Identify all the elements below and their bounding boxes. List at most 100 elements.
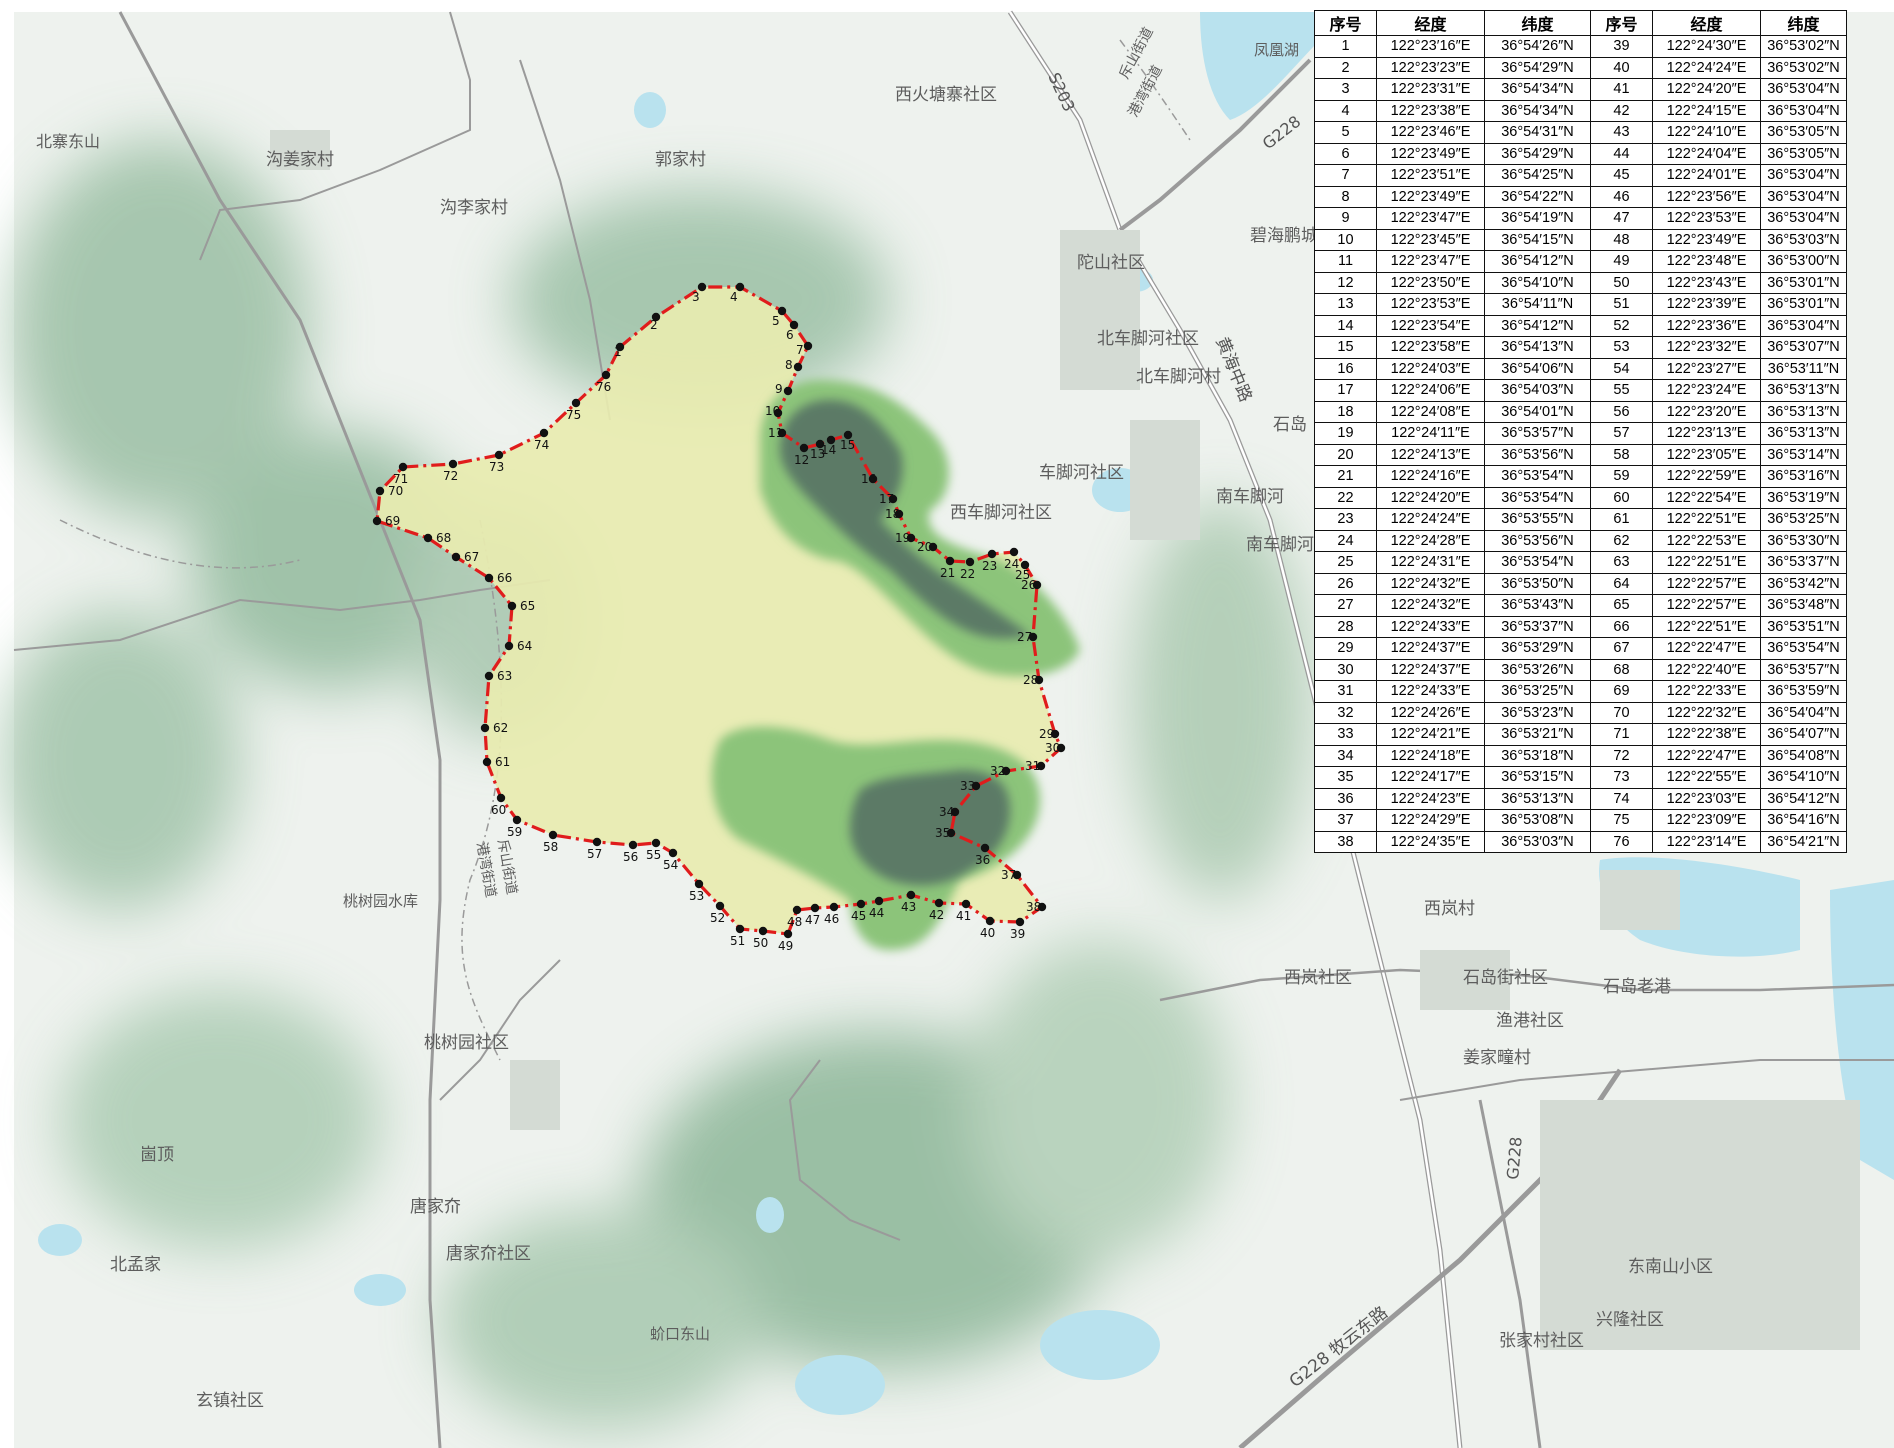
boundary-point-label: 58 (543, 840, 558, 854)
boundary-point-marker (826, 435, 836, 445)
boundary-point-label: 71 (393, 472, 408, 486)
boundary-point-label: 31 (1025, 759, 1040, 773)
table-cell: 36°53′04″N (1760, 185, 1847, 208)
boundary-point-label: 62 (493, 721, 508, 735)
table-cell: 36°54′25″N (1484, 164, 1591, 187)
boundary-point-marker (697, 282, 707, 292)
table-cell: 49 (1590, 250, 1653, 273)
table-cell: 122°22′59″E (1652, 465, 1761, 488)
boundary-point-label: 34 (939, 805, 954, 819)
boundary-point-marker (496, 793, 506, 803)
boundary-point-label: 30 (1045, 741, 1060, 755)
table-cell: 36°54′11″N (1484, 293, 1591, 316)
boundary-point-marker (843, 430, 853, 440)
table-cell: 36°53′02″N (1760, 35, 1847, 58)
boundary-point-marker (651, 312, 661, 322)
table-cell: 122°24′37″E (1376, 658, 1485, 681)
table-cell: 122°23′20″E (1652, 400, 1761, 423)
boundary-point-marker (965, 557, 975, 567)
boundary-point-marker (777, 428, 787, 438)
boundary-point-label: 35 (935, 826, 950, 840)
boundary-point-label: 56 (623, 850, 638, 864)
table-cell: 36°53′23″N (1484, 701, 1591, 724)
road-north (519, 59, 611, 421)
boundary-point-marker (668, 848, 678, 858)
boundary-point-marker (874, 896, 884, 906)
table-cell: 36°53′25″N (1760, 508, 1847, 531)
label-beizhaidongshan: 北寨东山 (36, 132, 100, 151)
table-cell: 36°53′30″N (1760, 529, 1847, 552)
table-cell: 122°24′28″E (1376, 529, 1485, 552)
boundary-point-label: 22 (960, 567, 975, 581)
boundary-point-marker (539, 428, 549, 438)
table-cell: 122°22′51″E (1652, 508, 1761, 531)
boundary-point-label: 64 (517, 639, 532, 653)
road-g228-north (1118, 58, 1312, 232)
table-cell: 36°53′56″N (1484, 529, 1591, 552)
boundary-point-marker (799, 443, 809, 453)
table-cell: 122°24′32″E (1376, 594, 1485, 617)
boundary-point-label: 26 (1021, 578, 1036, 592)
header-no: 序号 (1314, 10, 1377, 36)
table-cell: 11 (1314, 250, 1377, 273)
table-cell: 36°53′04″N (1760, 314, 1847, 337)
table-cell: 36°53′25″N (1484, 680, 1591, 703)
table-cell: 75 (1590, 809, 1653, 832)
table-cell: 122°24′13″E (1376, 443, 1485, 466)
table-cell: 36°54′12″N (1760, 787, 1847, 810)
boundary-point-label: 9 (775, 382, 783, 396)
boundary-point-marker (1036, 761, 1046, 771)
boundary-point-marker (448, 459, 458, 469)
table-cell: 36°53′48″N (1760, 594, 1847, 617)
table-cell: 122°23′48″E (1652, 250, 1761, 273)
table-cell: 36°54′13″N (1484, 336, 1591, 359)
boundary-point-label: 51 (730, 934, 745, 948)
boundary-point-marker (494, 450, 504, 460)
table-cell: 70 (1590, 701, 1653, 724)
block (1130, 420, 1200, 540)
table-cell: 53 (1590, 336, 1653, 359)
label-shidao-laogang: 石岛老港 (1603, 977, 1671, 997)
table-cell: 122°22′47″E (1652, 637, 1761, 660)
boundary-point-label: 60 (491, 803, 506, 817)
table-cell: 36°54′19″N (1484, 207, 1591, 230)
table-cell: 36°53′59″N (1760, 680, 1847, 703)
table-cell: 36°53′13″N (1760, 422, 1847, 445)
table-cell: 6 (1314, 142, 1377, 165)
boundary-point-label: 70 (388, 484, 403, 498)
road-northwest (199, 11, 471, 261)
block (1420, 950, 1510, 1010)
boundary-point-marker (868, 474, 878, 484)
table-cell: 36°53′55″N (1484, 508, 1591, 531)
boundary-point-marker (735, 924, 745, 934)
table-cell: 71 (1590, 723, 1653, 746)
table-cell: 36°54′15″N (1484, 228, 1591, 251)
table-cell: 73 (1590, 766, 1653, 789)
table-cell: 122°24′03″E (1376, 357, 1485, 380)
table-cell: 28 (1314, 615, 1377, 638)
boundary-point-marker (894, 509, 904, 519)
boundary-point-label: 36 (975, 853, 990, 867)
table-cell: 54 (1590, 357, 1653, 380)
table-cell: 33 (1314, 723, 1377, 746)
table-cell: 122°23′38″E (1376, 99, 1485, 122)
table-cell: 26 (1314, 572, 1377, 595)
table-cell: 36°53′14″N (1760, 443, 1847, 466)
table-cell: 24 (1314, 529, 1377, 552)
table-cell: 36°54′29″N (1484, 142, 1591, 165)
table-cell: 122°24′24″E (1652, 56, 1761, 79)
table-cell: 36 (1314, 787, 1377, 810)
table-cell: 122°23′05″E (1652, 443, 1761, 466)
table-cell: 66 (1590, 615, 1653, 638)
boundary-point-label: 2 (650, 318, 658, 332)
block (510, 1060, 560, 1130)
boundary-point-label: 1 (614, 345, 622, 359)
table-cell: 69 (1590, 680, 1653, 703)
